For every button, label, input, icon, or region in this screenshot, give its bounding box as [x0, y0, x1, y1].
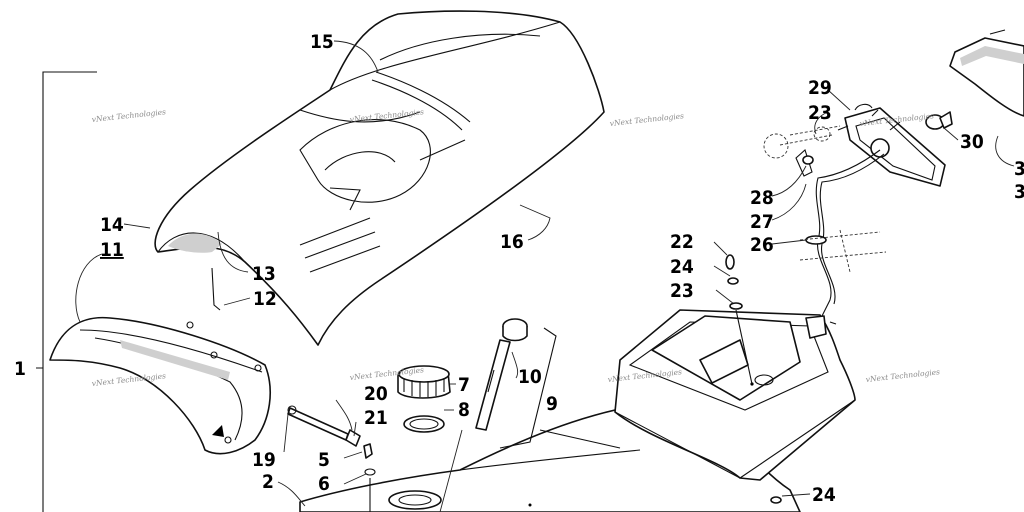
leader-26: [771, 239, 807, 245]
leader-13: [217, 231, 249, 273]
callout-13: 13: [252, 263, 276, 285]
callout-19: 19: [252, 449, 276, 471]
leader-2: [277, 481, 306, 507]
leader-6: [343, 473, 367, 485]
vent-hose: [287, 407, 349, 441]
leader-11: [75, 253, 103, 323]
leader-23a: [715, 289, 735, 305]
watermark-1: vNext Technologies: [91, 107, 166, 124]
clip-part: [211, 267, 221, 311]
tail-lens: [949, 29, 1024, 117]
callout-2: 2: [262, 471, 274, 493]
group-bracket-1: [36, 71, 97, 512]
leader-10: [511, 351, 519, 379]
callout-29: 29: [808, 77, 832, 99]
leader-29: [827, 89, 851, 111]
callout-12: 12: [253, 288, 277, 310]
leader-24b: [781, 493, 811, 497]
callout-15: 15: [310, 31, 334, 53]
fuel-cap: [397, 365, 451, 399]
callout-22: 22: [670, 231, 694, 253]
callout-10: 10: [518, 366, 542, 388]
callout-20: 20: [364, 383, 388, 405]
leader-20: [335, 399, 353, 431]
callout-30: 30: [960, 131, 984, 153]
washer-24b: [770, 496, 782, 504]
leader-28: [771, 165, 807, 197]
callout-24a: 24: [670, 256, 694, 278]
storage-box: [614, 309, 856, 481]
callout-16: 16: [500, 231, 524, 253]
leader-14: [123, 223, 151, 229]
leader-15: [333, 40, 379, 73]
leader-5: [343, 451, 363, 459]
leader-19: [283, 413, 289, 453]
leader-27: [771, 183, 807, 221]
callout-23a: 23: [670, 280, 694, 302]
callout-26: 26: [750, 234, 774, 256]
rear-cover: [49, 316, 271, 455]
watermark-8: vNext Technologies: [865, 367, 940, 384]
leader-21: [353, 421, 357, 437]
callout-11: 11: [100, 239, 124, 261]
bracket-9: [499, 327, 557, 449]
callout-3a: 3: [1014, 158, 1024, 180]
callout-9: 9: [546, 393, 558, 415]
leader-12: [223, 297, 251, 306]
fuel-gauge: [475, 318, 528, 431]
callout-7: 7: [458, 374, 470, 396]
taillight-assembly: [763, 103, 953, 339]
callout-27: 27: [750, 211, 774, 233]
callout-23b: 23: [808, 102, 832, 124]
callout-5: 5: [318, 449, 330, 471]
tank-fill-line: [439, 429, 463, 512]
leader-22: [713, 241, 728, 256]
seat: [154, 10, 605, 346]
callout-24b: 24: [812, 484, 836, 506]
watermark-3: vNext Technologies: [609, 111, 684, 128]
leader-23b: [814, 111, 829, 135]
leader-3: [995, 135, 1015, 167]
leader-24a: [713, 265, 731, 277]
leader-30: [943, 127, 959, 141]
callout-14: 14: [100, 214, 124, 236]
leader-16: [519, 204, 551, 241]
callout-3b: 3: [1014, 181, 1024, 203]
callout-6: 6: [318, 473, 330, 495]
callout-28: 28: [750, 187, 774, 209]
callout-1: 1: [14, 358, 26, 380]
callout-8: 8: [458, 399, 470, 421]
callout-21: 21: [364, 407, 388, 429]
